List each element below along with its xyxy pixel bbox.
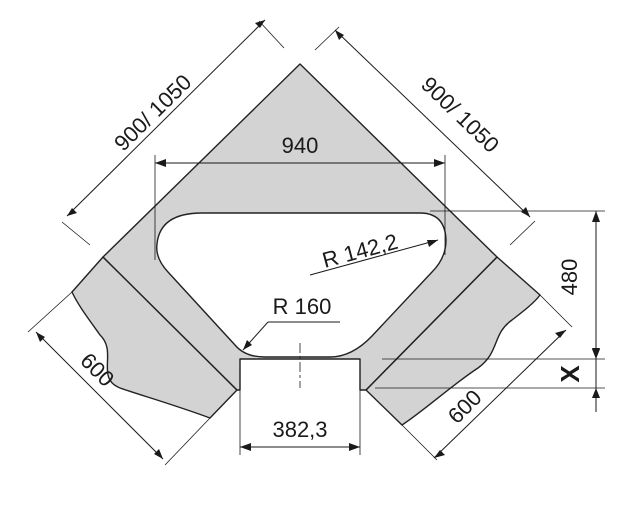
dim-bottom-width bbox=[239, 365, 361, 455]
label-offset-x: X bbox=[555, 365, 585, 383]
right-seam bbox=[365, 256, 498, 391]
leader-radius-large bbox=[309, 239, 439, 276]
label-radius-small: R 160 bbox=[273, 294, 332, 319]
left-seam bbox=[102, 256, 238, 391]
leader-radius-small bbox=[242, 321, 340, 351]
dim-diagonal-right bbox=[314, 26, 536, 246]
label-diag-right: 900/ 1050 bbox=[416, 72, 504, 158]
right-countertop-strip bbox=[365, 256, 541, 426]
dim-counter-right bbox=[401, 294, 573, 461]
dim-vertical-right bbox=[375, 210, 605, 412]
label-diag-left: 900/ 1050 bbox=[109, 69, 196, 155]
label-depth-right: 480 bbox=[557, 259, 582, 296]
sink-bowl bbox=[156, 212, 447, 358]
left-countertop-strip bbox=[71, 256, 238, 419]
label-bottom-width: 382,3 bbox=[272, 417, 327, 442]
dim-diagonal-left bbox=[61, 19, 285, 246]
dim-bowl-width bbox=[154, 155, 446, 260]
label-bowl-width: 940 bbox=[282, 133, 319, 158]
dim-counter-left bbox=[27, 291, 211, 466]
label-counter-right: 600 bbox=[443, 385, 487, 429]
